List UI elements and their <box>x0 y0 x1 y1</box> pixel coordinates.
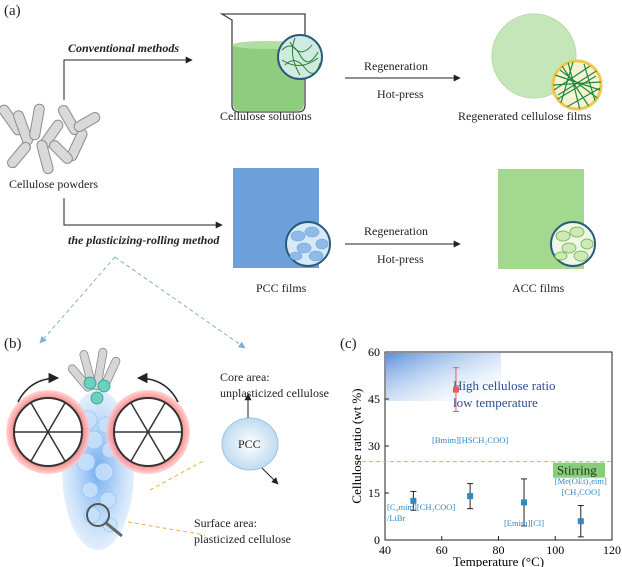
highlight-line2: low temperature <box>453 395 538 410</box>
x-tick-label: 40 <box>379 543 391 557</box>
pcc-particle-icon <box>221 417 279 471</box>
x-tick-label: 120 <box>603 543 621 557</box>
bottom-regeneration-label: Regeneration <box>364 224 428 238</box>
pcc-films-label: PCC films <box>256 281 307 295</box>
point-label-bmim: [Bmim][HSCH₂COO] <box>432 435 508 445</box>
y-axis-label: Cellulose ratio (wt %) <box>349 388 364 503</box>
panel-c-label: (c) <box>340 336 357 352</box>
pcc-label: PCC <box>238 437 261 451</box>
x-tick-label: 100 <box>546 543 564 557</box>
cellulose-solutions-label: Cellulose solutions <box>220 109 312 123</box>
highlight-region <box>386 353 501 401</box>
data-point <box>467 493 474 500</box>
data-point <box>521 499 528 506</box>
stirring-label: Stirring <box>557 463 597 478</box>
conventional-methods-label: Conventional methods <box>68 41 180 55</box>
stirring-badge <box>553 462 605 478</box>
point-label-c4mim-libr: /LiBr <box>387 513 406 523</box>
top-hotpress-label: Hot-press <box>377 87 424 101</box>
point-label-emim: [Emim][Cl] <box>504 518 544 528</box>
plasticizing-method-label: the plasticizing-rolling method <box>68 233 220 247</box>
surface-area-desc: plasticized cellulose <box>194 532 291 546</box>
bottom-hotpress-label: Hot-press <box>377 252 424 266</box>
acc-film-icon <box>498 169 596 269</box>
data-point <box>577 518 584 525</box>
beaker-icon <box>219 13 323 113</box>
pcc-film-icon <box>233 168 331 268</box>
data-point <box>410 497 417 504</box>
point-label-meoet: [Me(OEt)₃eim] <box>555 476 607 486</box>
point-label-c4mim: [C₄mim][CH₃COO] <box>387 502 455 512</box>
highlight-line1: High cellulose ratio <box>453 378 556 393</box>
x-axis-label: Temperature (°C) <box>453 554 544 567</box>
surface-area-title: Surface area: <box>194 516 257 530</box>
data-point <box>452 386 459 393</box>
panel-b-label: (b) <box>4 336 22 352</box>
top-regeneration-label: Regeneration <box>364 59 428 73</box>
panel-a-label: (a) <box>4 3 21 19</box>
x-tick-label: 60 <box>436 543 448 557</box>
y-tick-label: 45 <box>368 392 380 406</box>
core-area-title: Core area: <box>220 370 270 384</box>
acc-films-label: ACC films <box>512 281 565 295</box>
regenerated-films-label: Regenerated cellulose films <box>458 109 592 123</box>
y-tick-label: 30 <box>368 439 380 453</box>
cellulose-powders-label: Cellulose powders <box>9 177 98 191</box>
y-tick-label: 60 <box>368 345 380 359</box>
core-area-desc: unplasticized cellulose <box>220 386 329 400</box>
point-label-meoet-acetate: [CH₃COO] <box>562 487 601 497</box>
y-tick-label: 15 <box>368 486 380 500</box>
cellulose-powder-icon <box>0 103 101 175</box>
regenerated-film-icon <box>491 13 603 111</box>
rolling-illustration <box>6 347 190 550</box>
x-tick-label: 80 <box>493 543 505 557</box>
y-tick-label: 0 <box>374 533 380 547</box>
